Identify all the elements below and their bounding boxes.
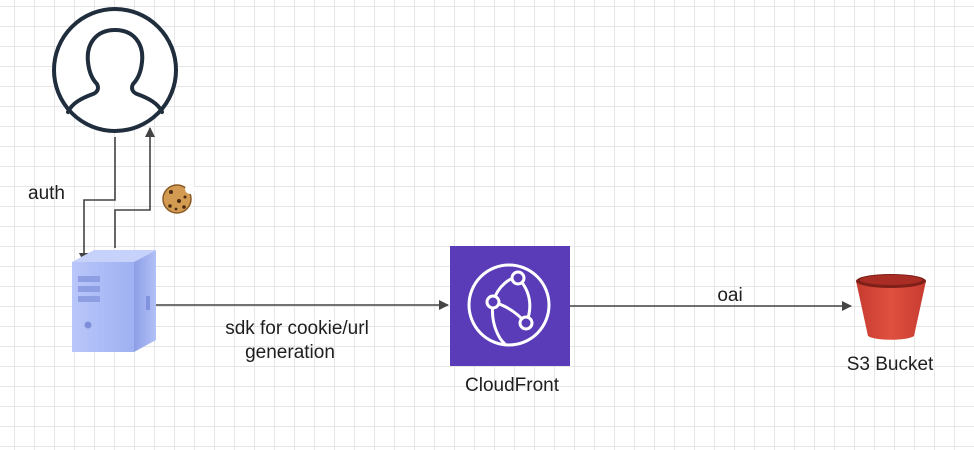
- cookie-icon: [162, 184, 195, 214]
- oai-label: oai: [717, 285, 743, 306]
- connector-auth: [79, 137, 116, 263]
- sdk-label-line2: generation: [245, 342, 335, 363]
- auth-label: auth: [28, 183, 65, 204]
- user-icon: [52, 7, 178, 133]
- cloudfront-icon: [450, 246, 570, 366]
- server-icon: [72, 250, 156, 352]
- s3-bucket-icon: [856, 274, 926, 340]
- cloudfront-label: CloudFront: [465, 375, 559, 396]
- connector-cookie-return: [114, 127, 155, 248]
- s3-bucket-label: S3 Bucket: [846, 354, 934, 375]
- sdk-label-line1: sdk for cookie/url: [225, 318, 369, 339]
